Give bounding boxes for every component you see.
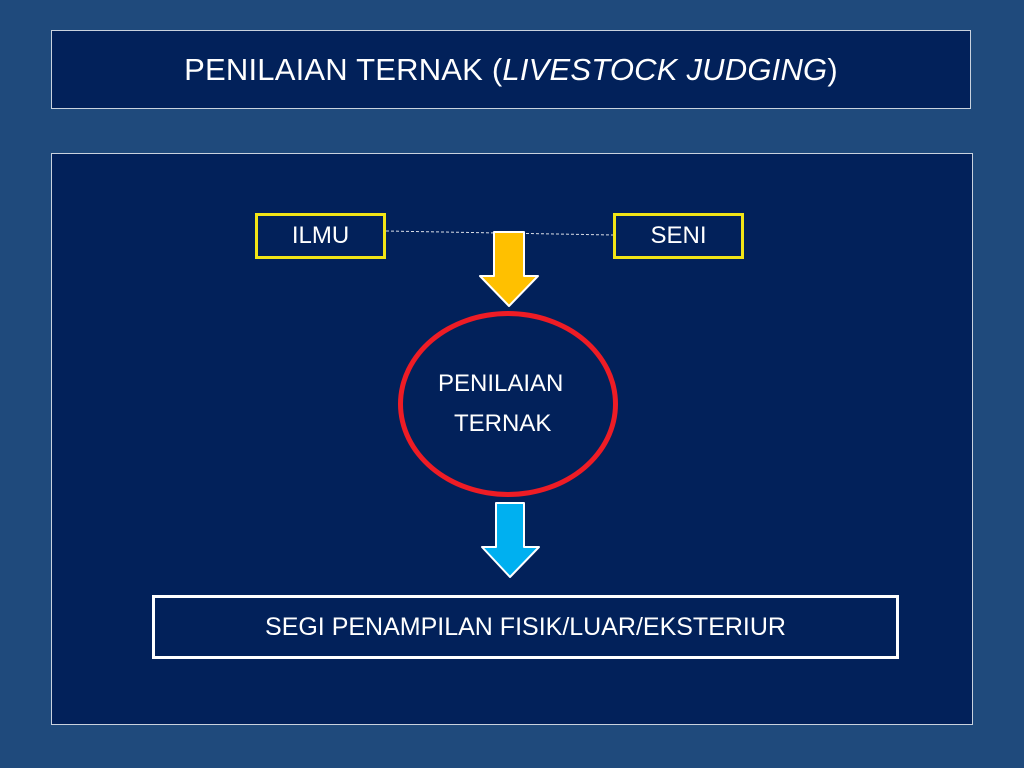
slide-title: PENILAIAN TERNAK (LIVESTOCK JUDGING) [51, 30, 971, 109]
result-box: SEGI PENAMPILAN FISIK/LUAR/EKSTERIUR [152, 595, 899, 659]
ilmu-box: ILMU [255, 213, 386, 259]
center-label-line1: PENILAIAN [438, 370, 564, 397]
center-label: PENILAIAN TERNAK [412, 364, 612, 444]
down-arrow-icon [479, 231, 539, 307]
title-emphasis: LIVESTOCK JUDGING [502, 51, 828, 87]
connector-line [385, 230, 614, 236]
title-prefix: PENILAIAN TERNAK ( [184, 51, 503, 87]
ilmu-label: ILMU [291, 222, 350, 249]
center-ellipse [398, 311, 618, 497]
diagram-panel: ILMU SENI PENILAIAN TERNAK SEGI PENAMPIL… [51, 153, 973, 725]
down-arrow-icon [481, 502, 540, 578]
title-suffix: ) [827, 51, 838, 87]
result-label: SEGI PENAMPILAN FISIK/LUAR/EKSTERIUR [265, 612, 786, 641]
seni-box: SENI [613, 213, 744, 259]
seni-label: SENI [650, 222, 707, 249]
center-label-line2: TERNAK [454, 410, 552, 437]
